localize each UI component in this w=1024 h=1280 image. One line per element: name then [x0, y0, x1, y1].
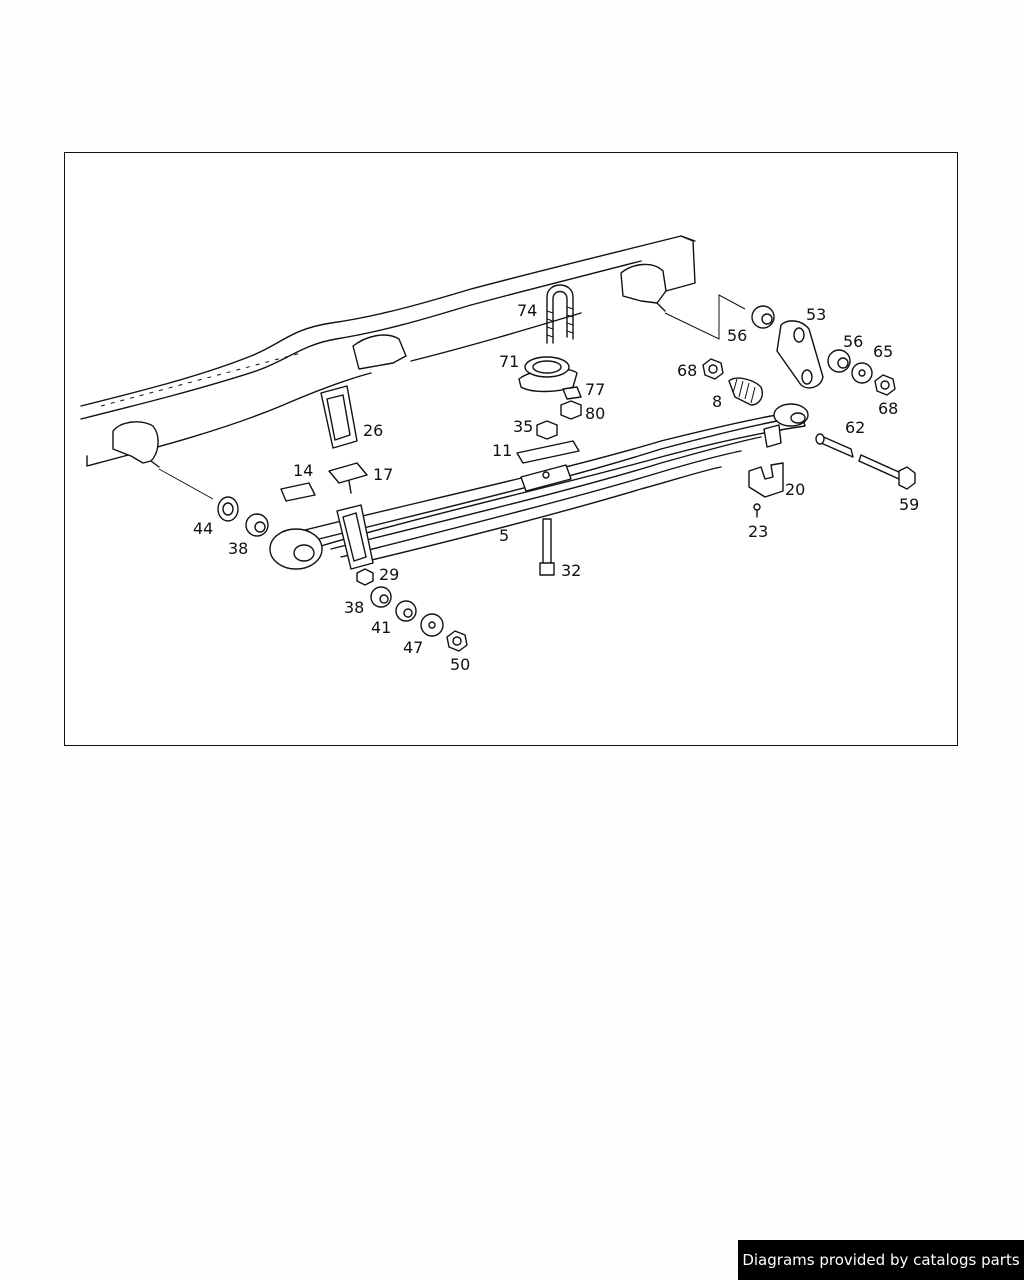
- callout-14: 14: [293, 461, 313, 480]
- callout-47: 47: [403, 638, 423, 657]
- callout-5: 5: [499, 526, 509, 545]
- rear-shackle-group: [702, 305, 896, 406]
- callout-44: 44: [193, 519, 213, 538]
- part-68-nut-left: [702, 358, 724, 380]
- callout-35: 35: [513, 417, 533, 436]
- part-26-clamp: [320, 385, 358, 449]
- callout-77: 77: [585, 380, 605, 399]
- part-14-pad: [280, 482, 316, 502]
- part-17-bump-stop: [328, 462, 368, 494]
- callout-20: 20: [785, 480, 805, 499]
- rear-spring-hanger: [620, 263, 667, 312]
- front-bushings: [217, 496, 468, 652]
- part-62-pin: [815, 433, 854, 458]
- mid-frame-bracket: [352, 334, 407, 370]
- parts-diagram: 74 71 77 80 35 11 26 14 17 44 38 5 29 32…: [80, 235, 919, 674]
- callout-23: 23: [748, 522, 768, 541]
- part-23-screw: [753, 503, 761, 518]
- callout-32: 32: [561, 561, 581, 580]
- part-77-washer: [562, 386, 582, 400]
- part-50-nut: [446, 630, 468, 652]
- part-32-bolt: [539, 518, 555, 576]
- callout-29: 29: [379, 565, 399, 584]
- part-29-nut: [356, 568, 374, 586]
- part-65-washer: [851, 362, 873, 384]
- callout-41: 41: [371, 618, 391, 637]
- part-68-nut-right: [874, 374, 896, 396]
- front-spring-hanger: [112, 421, 160, 468]
- credit-badge: Diagrams provided by catalogs parts: [738, 1240, 1024, 1280]
- credit-text: Diagrams provided by catalogs parts: [742, 1251, 1020, 1269]
- part-20-bracket: [748, 462, 784, 498]
- leader-lines: [158, 294, 746, 500]
- callout-53: 53: [806, 305, 826, 324]
- callout-8: 8: [712, 392, 722, 411]
- callout-56: 56: [727, 326, 747, 345]
- part-44-bushing: [217, 496, 239, 522]
- callout-labels: 74 71 77 80 35 11 26 14 17 44 38 5 29 32…: [193, 301, 919, 674]
- callout-50: 50: [450, 655, 470, 674]
- part-74-u-bolt: [546, 284, 574, 344]
- part-8-bushing: [728, 377, 763, 406]
- part-80-nut: [560, 400, 582, 420]
- part-59-bolt: [858, 454, 916, 490]
- callout-62: 62: [845, 418, 865, 437]
- callout-17: 17: [373, 465, 393, 484]
- callout-38-lower: 38: [344, 598, 364, 617]
- part-41-bushing: [395, 600, 417, 622]
- part-38-bushing-upper: [245, 513, 269, 537]
- callout-11: 11: [492, 441, 512, 460]
- part-11-plate: [516, 440, 580, 464]
- callout-26: 26: [363, 421, 383, 440]
- callout-74: 74: [517, 301, 537, 320]
- callout-65: 65: [873, 342, 893, 361]
- spring-clamp-front: [336, 504, 374, 570]
- callout-80: 80: [585, 404, 605, 423]
- part-35-nut: [536, 420, 558, 440]
- part-53-shackle: [776, 320, 824, 389]
- callout-68-right: 68: [878, 399, 898, 418]
- callout-71: 71: [499, 352, 519, 371]
- part-47-washer: [420, 613, 444, 637]
- part-71-spring-seat: [518, 356, 578, 393]
- callout-56-right: 56: [843, 332, 863, 351]
- callout-68-left: 68: [677, 361, 697, 380]
- leaf-spring: [269, 403, 809, 570]
- callout-38: 38: [228, 539, 248, 558]
- callout-59: 59: [899, 495, 919, 514]
- chassis-frame-rail: [80, 235, 696, 467]
- diagram-frame: 74 71 77 80 35 11 26 14 17 44 38 5 29 32…: [64, 152, 958, 746]
